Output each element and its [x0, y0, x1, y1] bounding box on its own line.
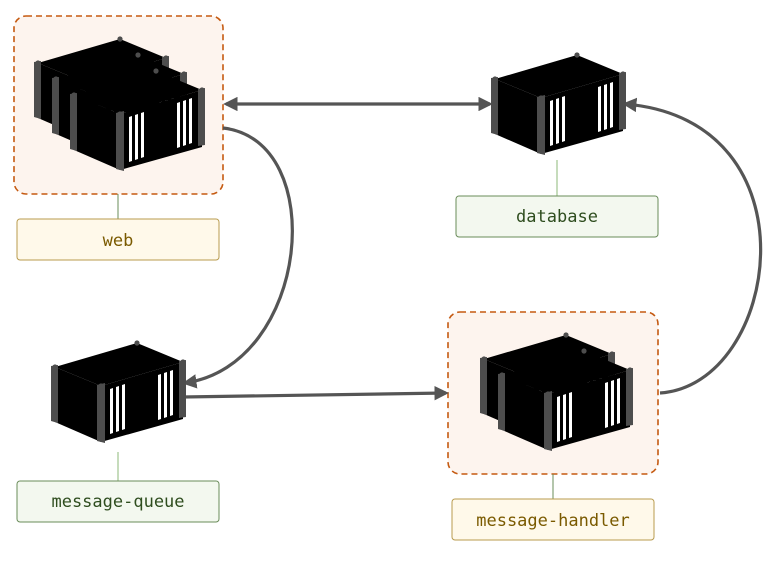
message-queue-label: message-queue: [16, 480, 220, 523]
edge-web-to-message-queue: [182, 126, 294, 389]
database-label: database: [455, 195, 659, 238]
web-label-text: web: [103, 231, 134, 251]
edge-message-queue-to-message-handler: [182, 385, 449, 401]
database-container-icon: [491, 52, 626, 155]
database-label-text: database: [516, 207, 598, 227]
message-handler-label-text: message-handler: [476, 511, 630, 531]
edges-layer: [182, 96, 763, 401]
edge-message-handler-to-database: [622, 97, 763, 395]
web-label: web: [16, 218, 220, 261]
message-queue-label-text: message-queue: [51, 492, 184, 512]
message-handler-label: message-handler: [451, 498, 655, 541]
message-queue-container-icon: [51, 340, 186, 443]
